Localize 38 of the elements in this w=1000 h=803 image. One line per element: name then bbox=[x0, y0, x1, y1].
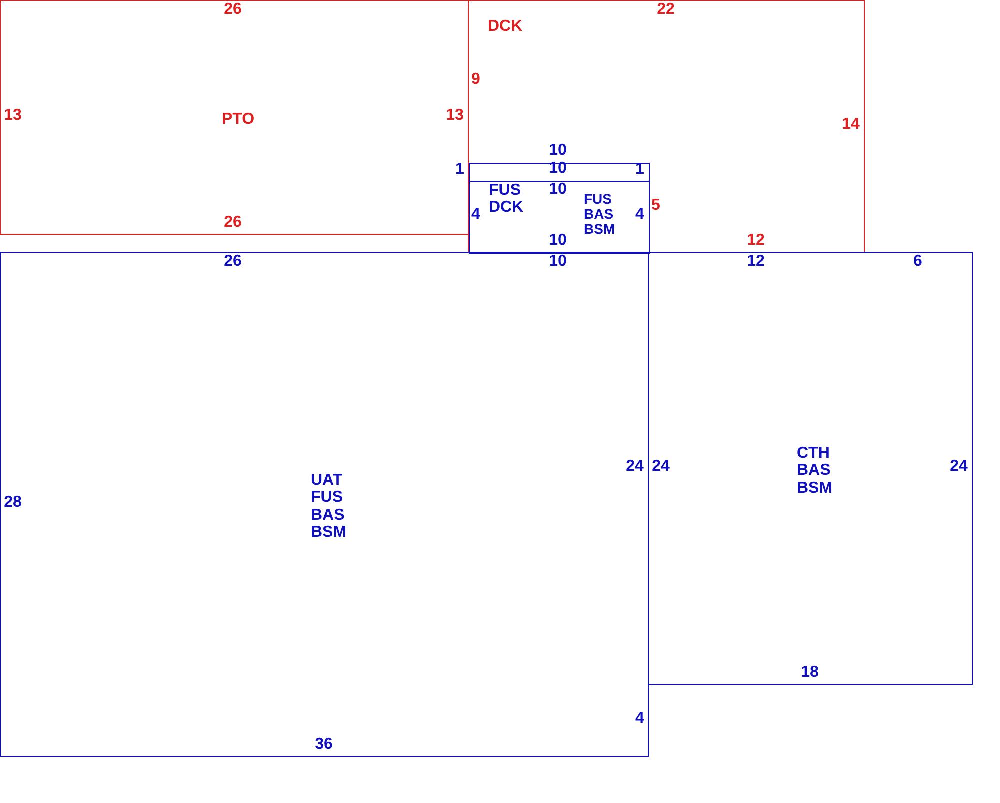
dimension-label: 4 bbox=[636, 207, 644, 223]
dimension-label: 24 bbox=[652, 459, 670, 475]
room-label: FUS DCK bbox=[489, 182, 525, 217]
dimension-label: 24 bbox=[950, 459, 968, 475]
dimension-label: 18 bbox=[801, 665, 819, 681]
dimension-label: 9 bbox=[472, 72, 480, 88]
dimension-label: 10 bbox=[549, 182, 567, 198]
dimension-label: 13 bbox=[4, 108, 22, 124]
room-label: PTO bbox=[222, 111, 256, 128]
dimension-label: 5 bbox=[652, 198, 660, 214]
dimension-label: 6 bbox=[914, 254, 922, 270]
dimension-label: 10 bbox=[549, 254, 567, 270]
room-outline bbox=[469, 163, 650, 182]
room-outline bbox=[469, 181, 650, 254]
dimension-label: 12 bbox=[747, 233, 765, 249]
dimension-label: 10 bbox=[549, 233, 567, 249]
dimension-label: 4 bbox=[636, 711, 644, 727]
dimension-label: 28 bbox=[4, 495, 22, 511]
dimension-label: 4 bbox=[472, 207, 480, 223]
dimension-label: 26 bbox=[224, 254, 242, 270]
dimension-label: 1 bbox=[456, 162, 464, 178]
dimension-label: 24 bbox=[626, 459, 644, 475]
dimension-label: 14 bbox=[842, 117, 860, 133]
dimension-label: 12 bbox=[747, 254, 765, 270]
room-label: CTH BAS BSM bbox=[797, 445, 834, 497]
dimension-label: 13 bbox=[446, 108, 464, 124]
room-outline bbox=[468, 0, 865, 253]
room-outline bbox=[0, 0, 469, 235]
dimension-label: 22 bbox=[657, 2, 675, 18]
dimension-label: 10 bbox=[549, 143, 567, 159]
room-outline bbox=[648, 252, 973, 685]
room-label: FUS BAS BSM bbox=[584, 192, 616, 238]
room-label: UAT FUS BAS BSM bbox=[311, 472, 348, 542]
dimension-label: 26 bbox=[224, 215, 242, 231]
room-label: DCK bbox=[488, 18, 524, 36]
dimension-label: 26 bbox=[224, 2, 242, 18]
dimension-label: 36 bbox=[315, 737, 333, 753]
room-outline bbox=[0, 252, 649, 757]
